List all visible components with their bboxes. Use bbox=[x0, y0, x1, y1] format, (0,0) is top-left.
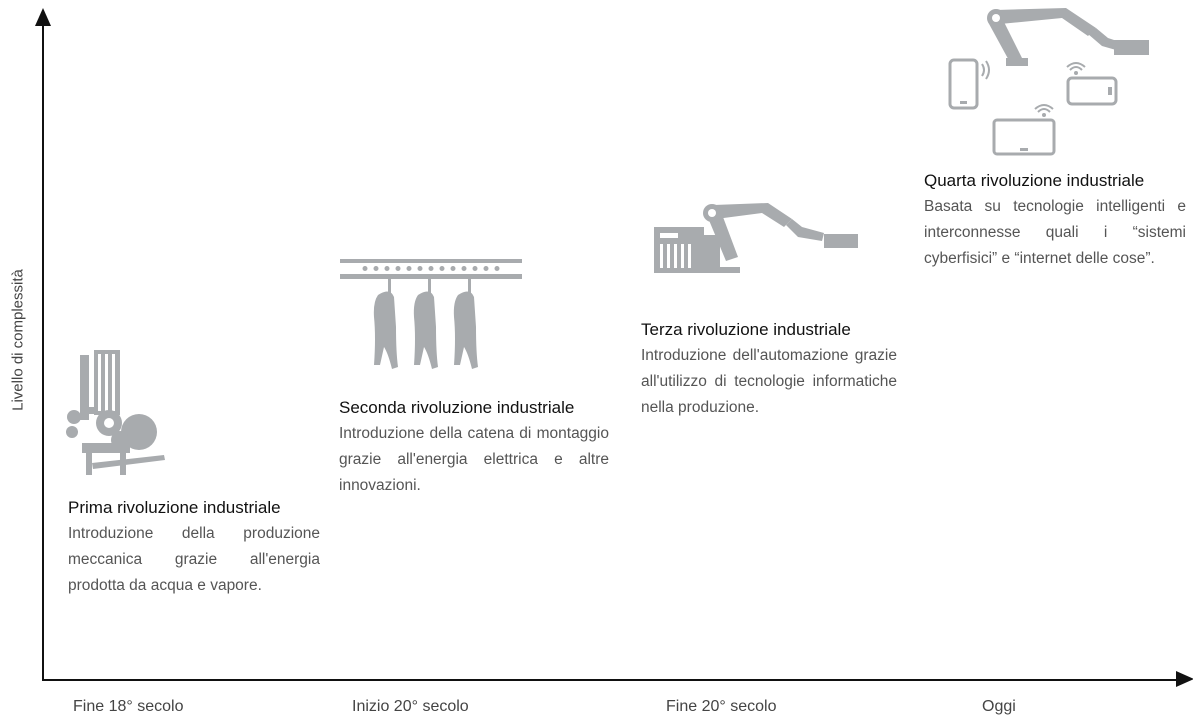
stage-4-block: Quarta rivoluzione industriale Basata su… bbox=[924, 171, 1186, 272]
stage-3-title: Terza rivoluzione industriale bbox=[641, 320, 851, 339]
connected-devices-icon bbox=[948, 8, 1149, 156]
x-axis-line bbox=[42, 679, 1180, 681]
stage-2-title: Seconda rivoluzione industriale bbox=[339, 398, 575, 417]
stage-4-text: Basata su tecnologie intelligenti e inte… bbox=[924, 198, 1186, 267]
y-axis-label: Livello di complessità bbox=[9, 269, 27, 411]
y-axis-line bbox=[42, 22, 44, 680]
x-tick-label: Fine 18° secolo bbox=[73, 698, 184, 715]
stage-2-block: Seconda rivoluzione industriale Introduz… bbox=[339, 398, 609, 499]
stage-1-title: Prima rivoluzione industriale bbox=[68, 498, 281, 517]
stage-1-block: Prima rivoluzione industriale Introduzio… bbox=[68, 498, 320, 599]
x-tick-label: Inizio 20° secolo bbox=[352, 698, 469, 715]
stage-4-title: Quarta rivoluzione industriale bbox=[924, 171, 1145, 190]
stage-3-block: Terza rivoluzione industriale Introduzio… bbox=[641, 320, 897, 421]
x-tick-label: Oggi bbox=[982, 698, 1016, 715]
x-tick-label: Fine 20° secolo bbox=[666, 698, 777, 715]
steam-machine-icon bbox=[66, 350, 165, 475]
assembly-line-icon bbox=[340, 259, 522, 369]
stage-2-text: Introduzione della catena di montaggio g… bbox=[339, 425, 609, 494]
x-axis-arrow bbox=[1176, 671, 1193, 687]
stage-1-text: Introduzione della produzione meccanica … bbox=[68, 525, 320, 594]
y-axis-arrow bbox=[35, 8, 51, 26]
robot-arm-computer-icon bbox=[654, 203, 858, 273]
stage-3-text: Introduzione dell'automazione grazie all… bbox=[641, 347, 897, 416]
